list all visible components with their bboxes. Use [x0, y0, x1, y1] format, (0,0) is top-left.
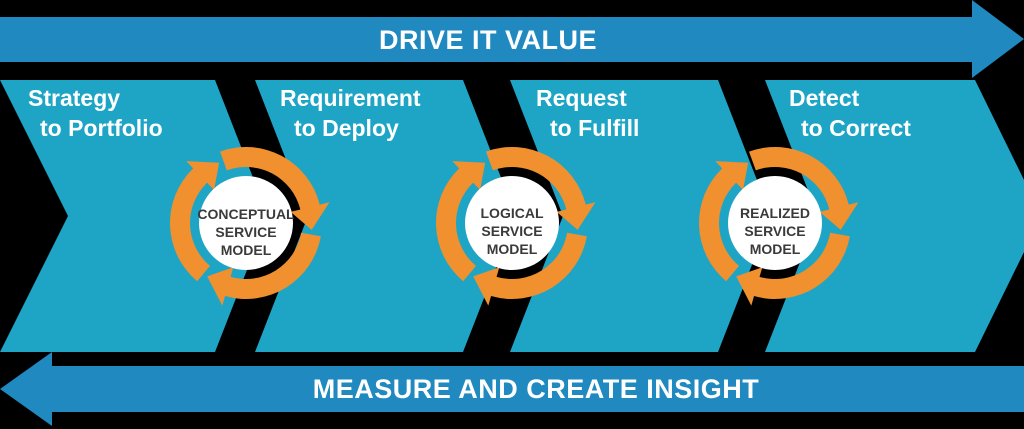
model-label-line1: REALIZED — [740, 205, 810, 221]
stage-label-request-2: to Fulfill — [550, 115, 639, 141]
model-center — [199, 176, 293, 270]
model-center — [465, 176, 559, 270]
cycle-arrow-segment — [207, 232, 321, 306]
model-center — [728, 176, 822, 270]
model-cycle-conceptual: CONCEPTUAL SERVICE MODEL — [170, 146, 330, 306]
top-arrow: DRIVE IT VALUE — [0, 0, 1024, 78]
model-label-line3: MODEL — [221, 242, 272, 258]
top-arrow-label: DRIVE IT VALUE — [379, 25, 597, 55]
cycle-arrow-segment — [486, 146, 596, 230]
stage-label-strategy: Strategy — [28, 85, 120, 111]
stage-label-request: Request — [536, 85, 627, 111]
cycle-arrow-segment — [473, 232, 587, 306]
chevron-detect — [765, 80, 1024, 352]
cycle-arrows-icon — [699, 146, 859, 306]
cycle-arrow-segment — [170, 161, 220, 282]
cycle-arrow-segment — [699, 161, 749, 282]
cycle-arrow-segment — [749, 146, 859, 230]
chevron-strategy — [0, 80, 268, 352]
stage-label-requirement: Requirement — [280, 85, 421, 111]
model-label-line3: MODEL — [487, 241, 538, 257]
model-label-line1: LOGICAL — [481, 205, 544, 221]
chevrons — [0, 80, 1024, 352]
cycle-arrows-icon — [170, 146, 330, 306]
model-cycle-realized: REALIZED SERVICE MODEL — [699, 146, 859, 306]
cycle-arrows-icon — [436, 146, 596, 306]
model-label-line2: SERVICE — [481, 223, 542, 239]
cycle-arrow-segment — [220, 146, 330, 230]
top-arrow-shape — [0, 0, 1024, 78]
cycle-arrow-segment — [436, 161, 486, 282]
model-cycle-logical: LOGICAL SERVICE MODEL — [436, 146, 596, 306]
stage-label-detect: Detect — [789, 85, 860, 111]
bottom-arrow-shape — [0, 352, 1024, 426]
bottom-arrow-label: MEASURE AND CREATE INSIGHT — [313, 374, 760, 404]
model-label-line2: SERVICE — [744, 223, 805, 239]
chevron-requirement — [255, 80, 516, 352]
model-label-line2: SERVICE — [215, 224, 276, 240]
stage-label-strategy-2: to Portfolio — [40, 115, 163, 141]
stage-label-detect-2: to Correct — [801, 115, 911, 141]
bottom-arrow: MEASURE AND CREATE INSIGHT — [0, 352, 1024, 426]
cycle-arrow-segment — [736, 232, 850, 306]
model-label-line1: CONCEPTUAL — [197, 206, 295, 222]
model-cycles: CONCEPTUAL SERVICE MODEL LOGICAL SERVICE… — [170, 146, 859, 306]
stage-labels: Strategy to Portfolio Requirement to Dep… — [28, 85, 911, 141]
chevron-request — [510, 80, 771, 352]
model-label-line3: MODEL — [750, 241, 801, 257]
stage-label-requirement-2: to Deploy — [294, 115, 399, 141]
